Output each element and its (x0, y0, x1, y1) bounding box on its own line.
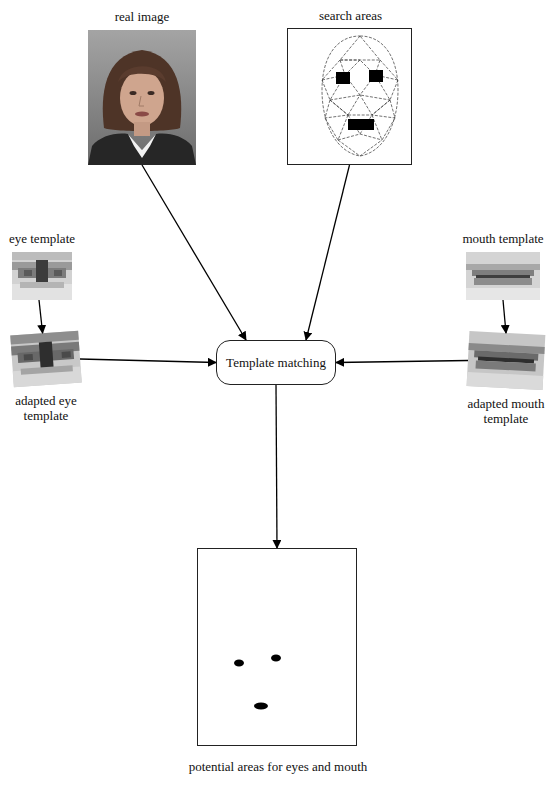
flow-arrow (276, 385, 277, 548)
panel-label: potential areas for eyes and mouth (128, 759, 428, 774)
flow-arrow (306, 165, 350, 340)
template-image: eye template (12, 252, 72, 300)
panel-label: adapted eye template (6, 393, 86, 423)
mouth-template-image (466, 252, 540, 300)
flow-arrow (39, 300, 43, 333)
adapted-mouth-template-image (467, 331, 546, 390)
result-panel: potential areas for eyes and mouth (197, 548, 357, 746)
face-mesh (322, 36, 398, 156)
panel-label: eye template (4, 231, 80, 246)
process-box: Template matching (216, 340, 336, 385)
panel-label: adapted mouth template (461, 396, 551, 426)
detected-blobs (234, 655, 281, 710)
panel-label: mouth template (458, 231, 548, 246)
panel-label: search areas (276, 8, 426, 23)
image-panel: real image (88, 30, 196, 165)
panel-label: real image (67, 9, 217, 24)
template-image: adapted mouth template (468, 333, 544, 388)
flow-arrow (336, 361, 468, 363)
box-label: Template matching (226, 355, 326, 370)
mesh-panel: search areas (287, 28, 412, 165)
search-area-marks (336, 70, 383, 130)
flow-arrow (142, 165, 246, 340)
photo (88, 30, 196, 165)
adapted-eye-template-image (10, 331, 81, 388)
template-image: adapted eye template (12, 333, 80, 385)
flow-arrow (80, 359, 216, 363)
flow-arrow (503, 300, 506, 333)
eye-template-image (12, 252, 72, 300)
template-image: mouth template (466, 252, 540, 300)
